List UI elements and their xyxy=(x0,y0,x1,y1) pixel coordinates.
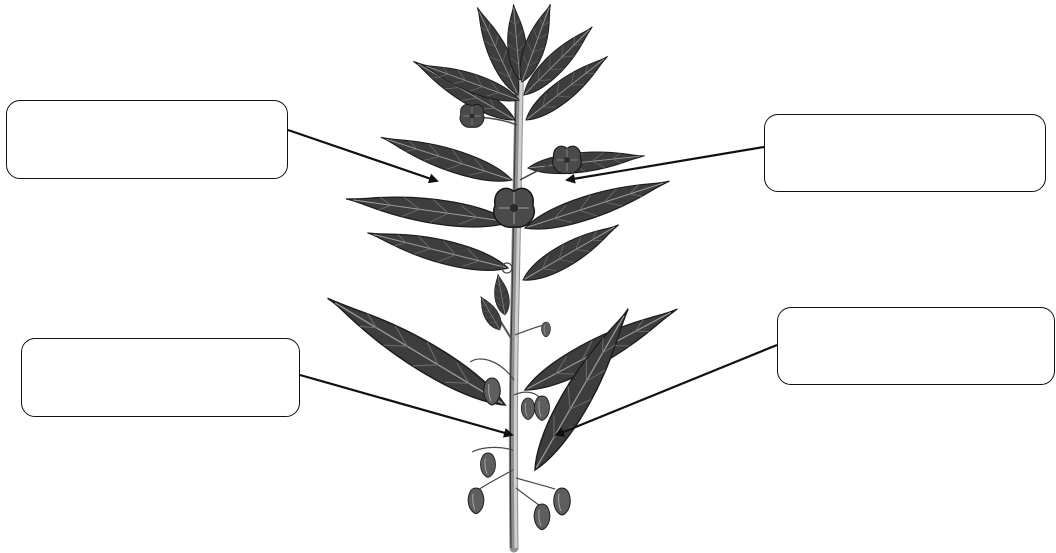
leaf-upper-right-1 xyxy=(527,146,646,178)
label-box-bottom-left[interactable] xyxy=(21,338,300,417)
label-box-top-right[interactable] xyxy=(764,114,1046,192)
leaf-crown xyxy=(408,1,614,129)
leaf-mid-right-2 xyxy=(521,170,673,239)
leaf-upper-left-1 xyxy=(377,127,515,191)
leaf-mid-left-1 xyxy=(365,222,511,279)
label-box-bottom-right[interactable] xyxy=(777,307,1055,385)
side-shoots xyxy=(475,273,512,340)
flower-main xyxy=(494,188,535,227)
label-box-top-left[interactable] xyxy=(6,100,288,179)
leaf-mid-left-2 xyxy=(344,187,511,234)
